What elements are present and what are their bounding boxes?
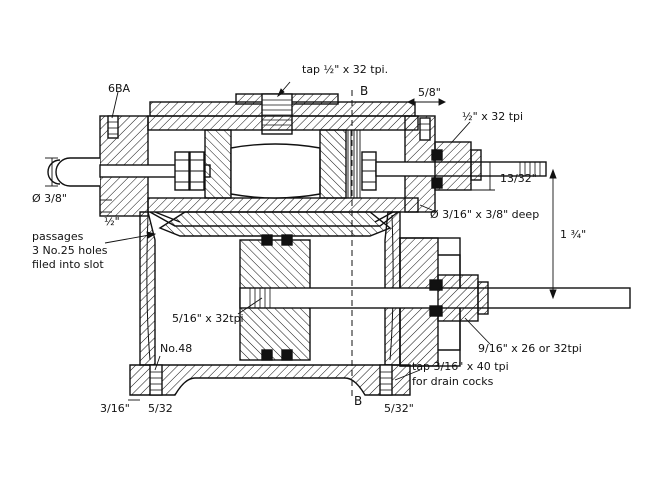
drain-cock-hole-left (149, 364, 163, 396)
label-section-b-top: B (360, 84, 368, 98)
label-tap-3-16-2: for drain cocks (412, 375, 494, 388)
label-passages-2: 3 No.25 holes (32, 244, 108, 257)
port-face (158, 211, 392, 237)
label-dim-5-32-left: 5/32 (148, 402, 173, 415)
label-thread-9-16: 9/16" x 26 or 32tpi (478, 342, 582, 355)
piston-rod (239, 287, 631, 309)
ba-screw (107, 115, 119, 139)
piston-ring (261, 234, 273, 246)
label-passages-1: passages (32, 230, 84, 243)
label-passages-3: filed into slot (32, 258, 104, 271)
piston-valve-head-right (319, 129, 347, 199)
cylinder-bottom-cover (129, 364, 411, 396)
label-6ba: 6BA (108, 82, 131, 95)
piston-ring (261, 349, 273, 361)
label-dia-3-8: Ø 3/8" (32, 192, 67, 205)
drain-cock-hole-right (379, 364, 393, 396)
label-thread-5-16: 5/16" x 32tpi (172, 312, 244, 325)
piston-rod-gland (437, 274, 479, 322)
label-dim-1-3-4: 1 ¾" (560, 228, 586, 241)
label-dim-13-32: 13/32" (500, 172, 537, 185)
label-tap-3-16-1: tap 3/16" x 40 tpi (412, 360, 509, 373)
label-tap-top: tap ½" x 32 tpi. (302, 63, 388, 76)
label-hole-3-16: Ø 3/16" x 3/8" deep (430, 208, 539, 221)
label-drill-no48: No.48 (160, 342, 192, 355)
label-dim-5-8: 5/8" (418, 86, 441, 99)
label-dim-half: ½" (104, 215, 120, 228)
valve-rod-left-end (55, 157, 100, 187)
piston-ring (281, 349, 293, 361)
label-thread-half-32: ½" x 32 tpi (462, 110, 523, 123)
label-dim-5-32-right: 5/32" (384, 402, 414, 415)
label-dim-3-16-bottom: 3/16" (100, 402, 130, 415)
piston-valve-head-left (204, 129, 232, 199)
piston-ring (281, 234, 293, 246)
piston-valve-spool (230, 143, 321, 199)
label-section-b-bottom: B (354, 394, 362, 408)
